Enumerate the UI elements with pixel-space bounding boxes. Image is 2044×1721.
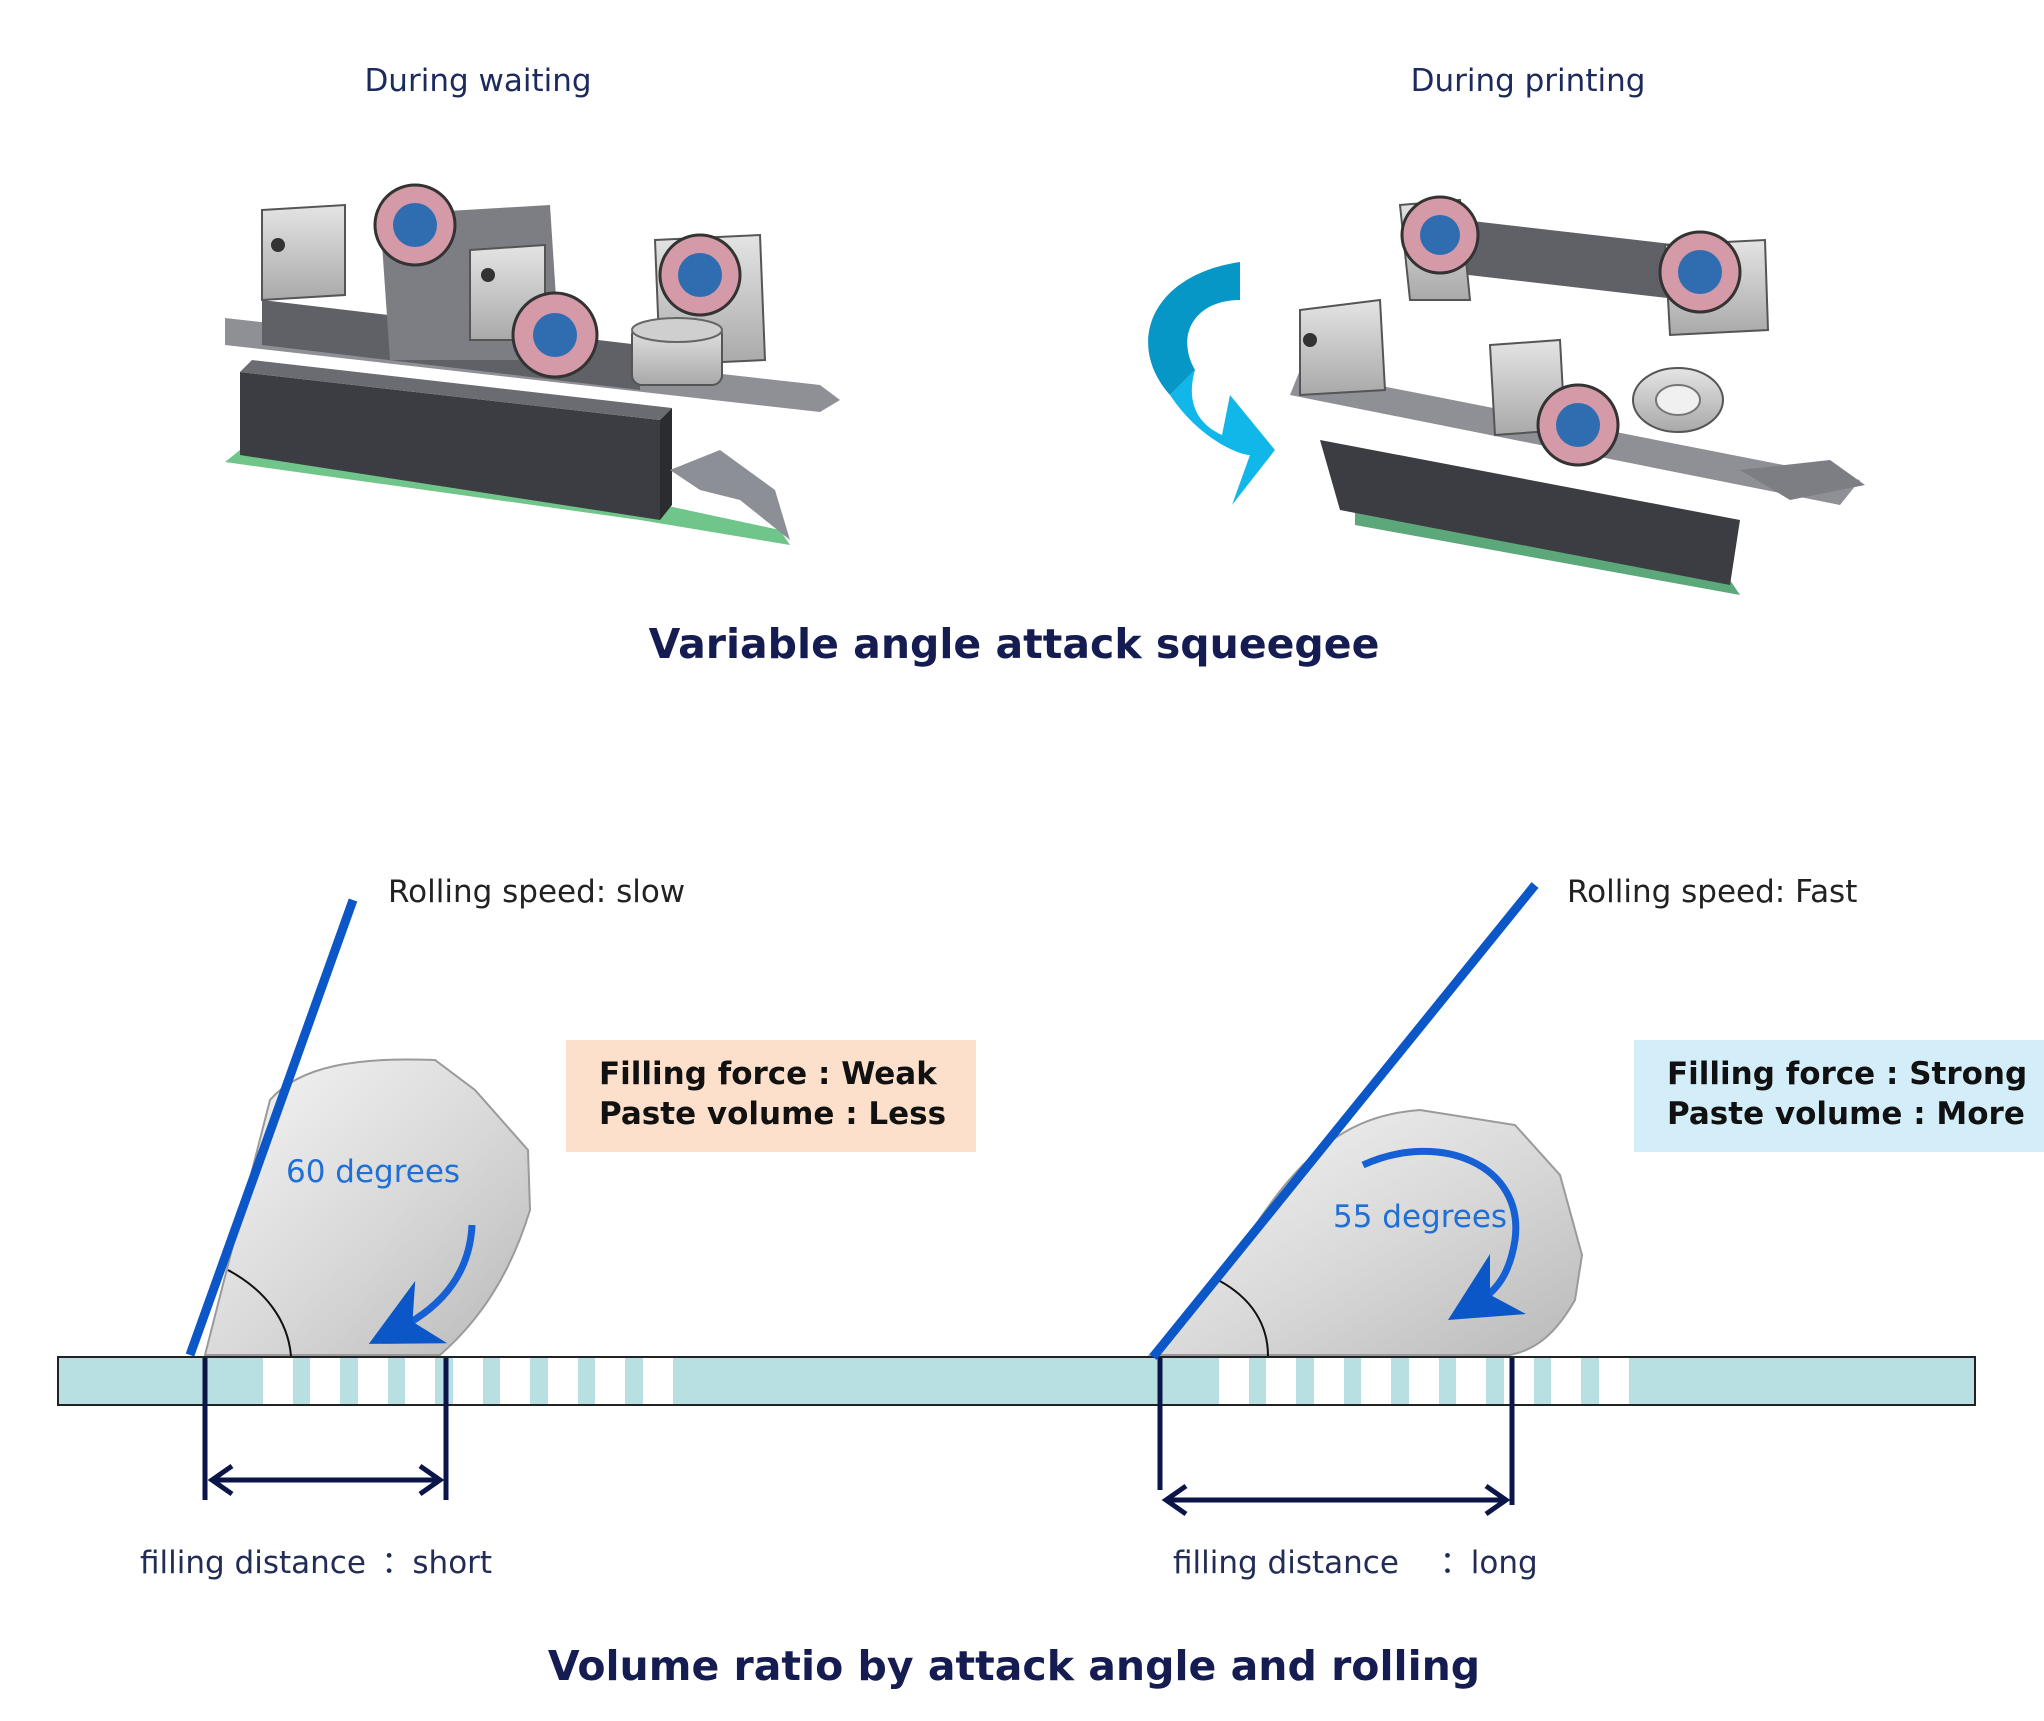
bottom-title: Volume ratio by attack angle and rolling — [548, 1642, 1480, 1690]
rolling-arrow-icon — [368, 1224, 476, 1344]
squeegee-blade-left — [185, 898, 358, 1357]
squeegee-mechanism-icon — [225, 183, 840, 545]
filling-distance-dimension-right — [1157, 1358, 1515, 1517]
filling-distance-label-right: filling distance ：long — [1173, 1545, 1538, 1581]
squeegee-blade-right — [1149, 882, 1539, 1360]
angle-arc-left — [227, 1269, 292, 1357]
filling-force-weak: Filling force : Weak — [599, 1056, 938, 1092]
info-box-weak: Filling force : Weak Paste volume : Less — [566, 1040, 976, 1152]
stencil-board — [57, 1356, 1976, 1406]
angle-label-right: 55 degrees — [1333, 1199, 1507, 1235]
stencil-apertures-right — [1219, 1358, 1629, 1404]
caption-during-printing: During printing — [1411, 63, 1646, 99]
solder-paste-blob-left — [203, 1058, 532, 1356]
rotate-arrow-icon — [1148, 262, 1275, 505]
filling-distance-label-left: filling distance ：short — [140, 1545, 492, 1581]
angle-arc-right — [1217, 1279, 1269, 1357]
angle-label-left: 60 degrees — [286, 1154, 460, 1190]
info-box-strong: Filling force : Strong Paste volume : Mo… — [1634, 1040, 2044, 1152]
rolling-speed-label-right: Rolling speed: Fast — [1567, 874, 1857, 910]
rolling-speed-label-left: Rolling speed: slow — [388, 874, 685, 910]
paste-volume-more: Paste volume : More — [1667, 1096, 2025, 1132]
caption-during-waiting: During waiting — [364, 63, 591, 99]
top-title: Variable angle attack squeegee — [649, 620, 1380, 668]
paste-volume-less: Paste volume : Less — [599, 1096, 946, 1132]
rolling-arrow-icon — [1361, 1147, 1527, 1321]
stencil-apertures-left — [263, 1358, 673, 1404]
squeegee-mechanism-tilted-icon — [1290, 195, 1865, 595]
filling-distance-dimension-left — [202, 1358, 449, 1500]
filling-force-strong: Filling force : Strong — [1667, 1056, 2027, 1092]
